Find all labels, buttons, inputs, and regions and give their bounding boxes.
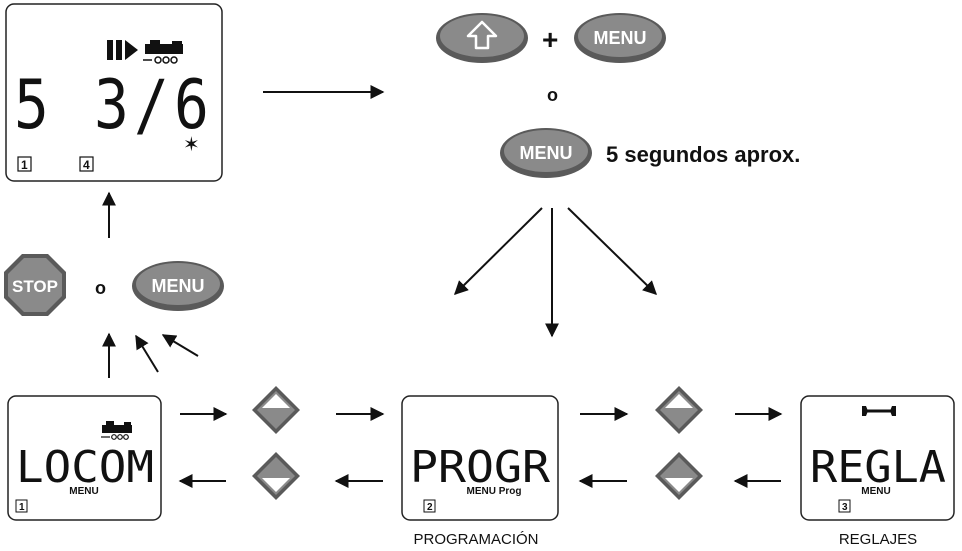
svg-text:MENU: MENU <box>520 143 573 163</box>
up-triangle-icon <box>665 394 693 408</box>
shift-arrow-icon <box>466 20 498 50</box>
down-triangle-icon <box>665 478 693 492</box>
up-triangle-icon <box>262 394 290 408</box>
svg-text:STOP: STOP <box>12 277 58 296</box>
hold-duration-text: 5 segundos aprox. <box>606 142 800 167</box>
svg-text:MENU: MENU <box>594 28 647 48</box>
arrow-diag-from-regla <box>161 334 199 357</box>
lcd-progr-sub: MENU Prog <box>467 486 522 497</box>
lcd-regla-sub: MENU <box>861 486 890 497</box>
or-text-2: o <box>95 278 106 298</box>
svg-text:1: 1 <box>21 158 28 172</box>
shift-button[interactable] <box>436 13 528 63</box>
lcd-progr-text: PROGR <box>410 442 551 493</box>
lcd-locom: LOCOM MENU 1 <box>7 395 162 521</box>
down-nav-button[interactable] <box>655 452 703 500</box>
lcd-locom-text: LOCOM <box>16 442 154 493</box>
lcd-regla: REGLA MENU 3 <box>800 395 955 521</box>
arrow-diag-from-progr <box>135 334 159 373</box>
top-lcd-digits: 5 3/6 <box>14 66 214 145</box>
svg-text:4: 4 <box>83 158 90 172</box>
lcd-regla-index: 3 <box>842 502 848 513</box>
up-nav-button[interactable] <box>252 386 300 434</box>
lcd-progr-index: 2 <box>427 502 433 513</box>
down-nav-button[interactable] <box>252 452 300 500</box>
up-nav-button[interactable] <box>655 386 703 434</box>
menu-button-hold[interactable]: MENU <box>500 128 592 178</box>
plus-sign: + <box>542 24 558 55</box>
top-lcd-indicator-1: 1 <box>17 156 32 172</box>
svg-text:MENU: MENU <box>152 276 205 296</box>
locomotive-icon <box>143 40 183 64</box>
lcd-progr: PROGR MENU Prog 2 <box>401 395 559 521</box>
lcd-regla-text: REGLA <box>810 442 946 493</box>
stop-button[interactable]: STOP <box>4 254 66 316</box>
or-text-1: o <box>547 85 558 105</box>
caption-programacion: PROGRAMACIÓN <box>413 531 538 548</box>
pause-play-icon <box>107 40 138 60</box>
lcd-locom-index: 1 <box>19 502 25 513</box>
arrow-fan-left <box>454 207 543 295</box>
top-lcd-star: ✶ <box>183 134 200 156</box>
wrench-icon <box>862 406 896 416</box>
menu-button-left[interactable]: MENU <box>132 261 224 311</box>
locomotive-icon <box>101 421 132 440</box>
arrow-fan-right <box>567 207 658 295</box>
menu-button-top[interactable]: MENU <box>574 13 666 63</box>
caption-reglajes: REGLAJES <box>839 531 917 548</box>
top-lcd-display: 5 3/6 ✶ 1 4 <box>5 3 223 182</box>
lcd-locom-sub: MENU <box>69 486 98 497</box>
down-triangle-icon <box>262 478 290 492</box>
top-lcd-indicator-4: 4 <box>79 156 94 172</box>
